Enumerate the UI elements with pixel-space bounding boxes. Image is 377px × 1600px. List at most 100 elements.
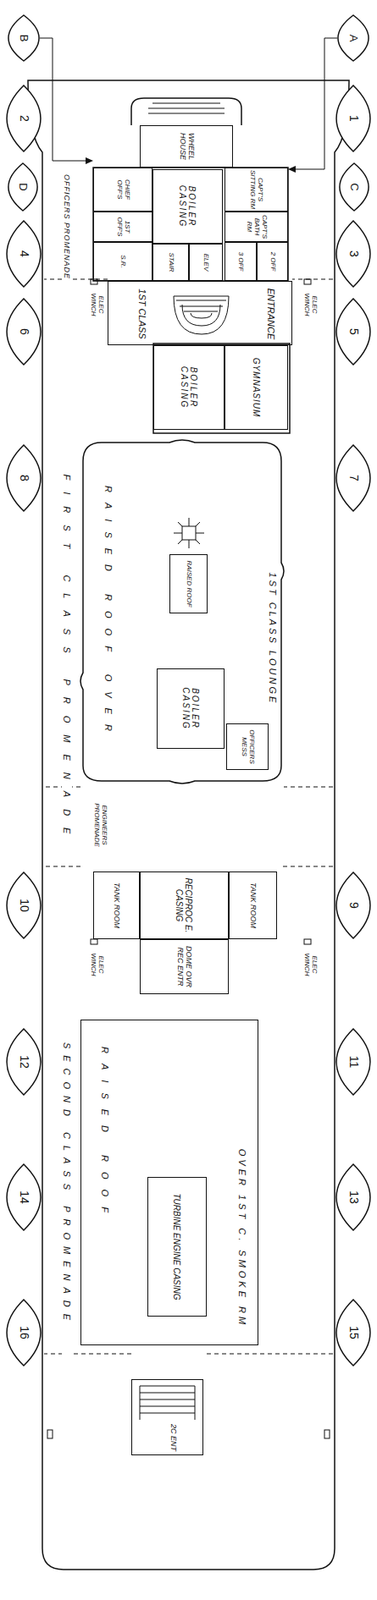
lifeboat: 2 [5, 84, 42, 153]
deck-room: TANK ROOM [228, 872, 278, 941]
boat-number: 16 [16, 1326, 30, 1342]
lifeboat: A [337, 14, 370, 62]
boat-number: 13 [346, 1191, 360, 1207]
boat-number: 2 [16, 114, 30, 123]
room-label: RAISED ROOF [99, 1047, 111, 1226]
room-label: GYMNASIUM [251, 357, 261, 420]
boat-number: 9 [346, 902, 360, 911]
boat-number: 11 [346, 1056, 360, 1071]
lifeboat: 4 [5, 220, 42, 289]
deck-label: OFFICERS PROMENADE [61, 167, 71, 287]
room-label: 1ST CLASS [137, 285, 148, 344]
deck-room: STAIR [152, 243, 189, 282]
room-label: ENTRANCE [266, 285, 277, 344]
boat-number: 15 [346, 1326, 360, 1342]
deck-room: BOILER CASING [153, 345, 225, 431]
lifeboat: 8 [5, 444, 42, 513]
room-label: ELEV [202, 253, 211, 272]
room-label: RECIPROC E. CASING [175, 873, 195, 940]
lifeboat: 14 [5, 1164, 42, 1233]
boat-number: 4 [16, 249, 30, 259]
room-label: DOME OVR REC ENTR [176, 941, 194, 995]
davit-block [324, 1431, 330, 1441]
room-label: 2 OFF [268, 251, 277, 273]
room-label: CAPT'S BATH RM [244, 212, 267, 242]
deck-label: ENGINEERS PROMENADE [92, 792, 108, 860]
boat-number: B [17, 33, 30, 44]
staircase [139, 1387, 195, 1422]
deck-room: TURBINE ENGINE CASING [147, 1178, 207, 1319]
boat-number: 10 [16, 898, 30, 915]
deck-room: 1ST OFF'S [93, 211, 153, 243]
room-label: 1ST CLASS LOUNGE [267, 563, 278, 716]
lifeboat: 1 [335, 84, 372, 153]
staircase [173, 296, 229, 335]
winch-symbol [90, 940, 98, 946]
boat-number: D [16, 182, 29, 192]
deck-room: 3 OFF [224, 242, 257, 282]
winch-symbol [304, 279, 311, 285]
room-label: TURBINE ENGINE CASING [172, 1193, 183, 1303]
boat-number: 12 [16, 1055, 30, 1071]
deck-room: OFFICERS MESS [226, 724, 269, 771]
room-label: CAPT'S SITTING RM [249, 168, 265, 211]
room-label: RAISED ROOF OVER [103, 470, 114, 759]
lifeboat: B [7, 14, 40, 62]
deck-label: SECOND CLASS PROMENADE [61, 1008, 73, 1364]
deck-room: ELEV [188, 243, 223, 282]
bridge-front [131, 98, 242, 126]
room-label: BOILER CASING [178, 170, 198, 244]
lifeboat: 7 [335, 444, 372, 513]
lifeboat: 15 [335, 1300, 372, 1369]
deck-house [153, 343, 290, 434]
room-label: OVER 1ST C. SMOKE RM [237, 1136, 248, 1344]
leader-line [39, 38, 92, 161]
skylight [173, 518, 205, 549]
deck-label: ELEC WINCH [88, 286, 105, 324]
lifeboat: 6 [5, 298, 42, 366]
room-label: WHEEL HOUSE [177, 126, 195, 167]
raised-roof-outline: RAISED ROOF OVER 1ST CLASS LOUNGE RAISED R… [76, 436, 289, 788]
deck-label: ELEC WINCH [302, 286, 318, 324]
boat-number: A [347, 33, 360, 44]
boat-number: C [348, 182, 361, 192]
room-label: S.R. [119, 254, 128, 270]
boat-number: 6 [16, 327, 30, 337]
lifeboat: D [7, 162, 39, 212]
deck-room: TANK ROOM [93, 872, 140, 941]
davit-block [47, 1431, 53, 1441]
room-label: 2C ENT [168, 1422, 178, 1457]
boat-number: 3 [346, 249, 360, 259]
deck-room: BOILER CASING [156, 669, 225, 750]
deck-room: S.R. [93, 242, 153, 282]
deck-room: RECIPROC E. CASING [139, 872, 229, 941]
deck-room: 2 OFF [256, 242, 289, 282]
division-line [44, 279, 333, 1356]
deck-room: RAISED ROOF [169, 554, 208, 615]
deck-room: CAPT'S BATH RM [224, 211, 289, 243]
lifeboat: 16 [5, 1300, 42, 1369]
room-label: RAISED ROOF [184, 559, 193, 609]
deck-label: ELEC WINCH [302, 947, 318, 985]
boat-number: 1 [346, 114, 360, 123]
room-label: STAIR [166, 252, 175, 274]
boat-number: 7 [346, 474, 360, 483]
boat-number: 8 [16, 474, 30, 483]
room-label: 3 OFF [237, 251, 245, 273]
deck-room: RAISED ROOF OVER 1ST C. SMOKE RM TURBINE E… [80, 1020, 259, 1348]
bridge-bench [148, 103, 225, 114]
winch-symbol [90, 279, 98, 285]
deck-room: 2C ENT [131, 1380, 204, 1458]
deck-room: GYMNASIUM [224, 345, 289, 431]
deck-label: ELEC WINCH [88, 947, 105, 985]
room-label: CHIEF OFF'S [115, 168, 131, 211]
deck-room: WHEEL HOUSE [139, 125, 233, 168]
lifeboat: 3 [335, 220, 372, 289]
officers-house [93, 167, 289, 282]
room-label: OFFICERS MESS [239, 725, 256, 771]
leader-line [289, 38, 338, 170]
deck-room: CHIEF OFF'S [93, 167, 153, 212]
lifeboat: 12 [5, 1029, 42, 1098]
room-label: TANK ROOM [249, 882, 258, 931]
